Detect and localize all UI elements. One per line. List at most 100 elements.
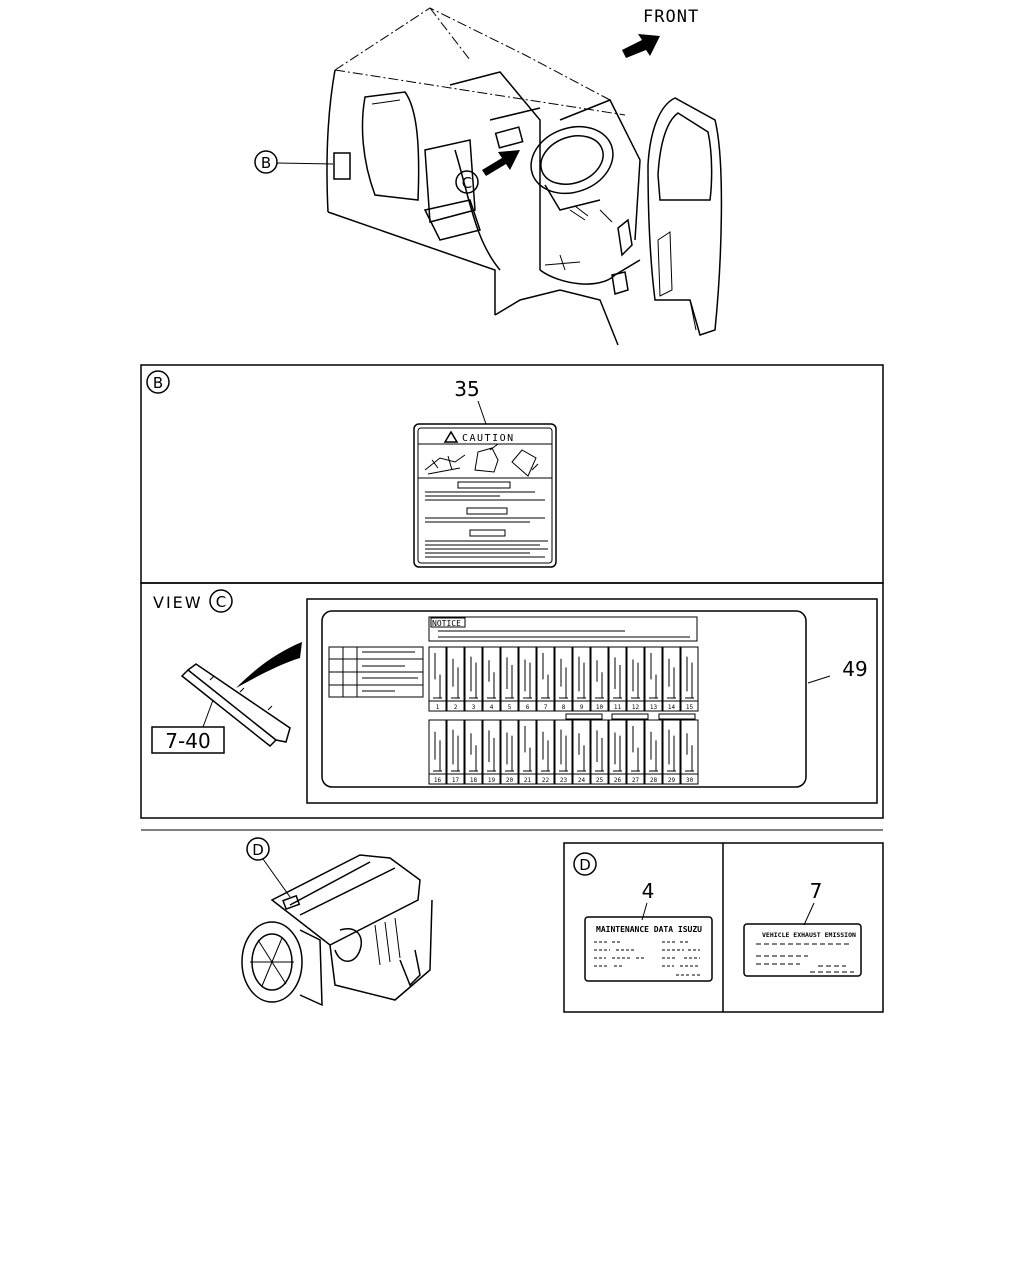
fuse-box-lid (180, 663, 291, 748)
fuse-number: 20 (506, 777, 514, 784)
part-number-7: 7 (810, 879, 823, 903)
fuse-slot: 1 (428, 646, 447, 712)
fuse-slot: 27 (626, 719, 645, 785)
fuse-slot: 18 (464, 719, 483, 785)
callout-d-letter: D (252, 841, 264, 859)
fuse-number: 25 (596, 777, 604, 784)
pictogram-cab-tilt-icon (474, 443, 499, 473)
label-b-location (333, 152, 351, 180)
fuse-slot: 23 (554, 719, 573, 785)
fuse-number: 29 (668, 777, 676, 784)
fuse-number: 23 (560, 777, 568, 784)
fuse-slot: 2 (446, 646, 465, 712)
fuse-number: 21 (524, 777, 532, 784)
front-indicator: FRONT (622, 7, 699, 58)
fuse-number: 12 (632, 704, 640, 711)
notice-box: NOTICE (428, 616, 698, 642)
fuse-number: 30 (686, 777, 694, 784)
vehicle-exhaust-label: VEHICLE EXHAUST EMISSION (743, 923, 862, 977)
fuse-slot: 30 (680, 719, 699, 785)
fuse-slot: 21 (518, 719, 537, 785)
panel-view-c: VIEW C 7-40 NOTICE (140, 582, 884, 819)
fuse-number: 16 (434, 777, 442, 784)
part-number-35: 35 (454, 377, 479, 401)
fuse-number: 5 (508, 704, 512, 711)
fuse-slot: 29 (662, 719, 681, 785)
warning-triangle-icon (443, 430, 459, 443)
fuse-slot: 28 (644, 719, 663, 785)
notice-heading: NOTICE (432, 619, 461, 628)
fuse-number: 11 (614, 704, 622, 711)
panel-d-marker: D (579, 856, 591, 874)
fuse-slot: 4 (482, 646, 501, 712)
fuse-slot: 3 (464, 646, 483, 712)
fuse-slot: 14 (662, 646, 681, 712)
fuse-row-2: 16 17 18 19 20 21 22 23 24 25 26 27 28 29 30 (428, 719, 699, 785)
fuse-slot: 16 (428, 719, 447, 785)
legend-table (328, 646, 424, 698)
fuse-number: 15 (686, 704, 694, 711)
part-ref-7-40: 7-40 (165, 729, 210, 753)
fuse-number: 22 (542, 777, 550, 784)
fuse-slot: 5 (500, 646, 519, 712)
maintenance-data-label: MAINTENANCE DATA ISUZU (584, 916, 713, 982)
view-direction-wedge (236, 642, 302, 688)
fuse-number: 26 (614, 777, 622, 784)
part-number-4: 4 (642, 879, 655, 903)
fuse-slot: 20 (500, 719, 519, 785)
panel-b-marker: B (153, 374, 163, 392)
fuse-number: 18 (470, 777, 478, 784)
fuse-number: 28 (650, 777, 658, 784)
callout-c-arrow-icon (482, 150, 520, 176)
fuse-number: 4 (490, 704, 494, 711)
panel-b: B 35 CAUTION (140, 364, 884, 584)
fuse-number: 7 (544, 704, 548, 711)
vehicle-exhaust-heading: VEHICLE EXHAUST EMISSION (762, 931, 856, 939)
fuse-slot: 7 (536, 646, 555, 712)
fuse-slot: 11 (608, 646, 627, 712)
maintenance-data-heading: MAINTENANCE DATA ISUZU (596, 925, 702, 934)
fuse-slot: 25 (590, 719, 609, 785)
fuse-slot: 24 (572, 719, 591, 785)
front-arrow-icon (622, 34, 660, 58)
part-number-49: 49 (842, 657, 867, 681)
callout-c: C (455, 150, 520, 194)
fuse-number: 8 (562, 704, 566, 711)
fuse-number: 9 (580, 704, 584, 711)
cab-interior-drawing (326, 7, 723, 346)
view-c-marker: C (216, 593, 226, 611)
fuse-number: 3 (472, 704, 476, 711)
fuse-slot: 9 (572, 646, 591, 712)
caution-heading: CAUTION (462, 433, 515, 444)
caution-label: CAUTION (413, 423, 557, 568)
fuse-slot: 12 (626, 646, 645, 712)
fuse-number: 27 (632, 777, 640, 784)
engine-drawing (241, 854, 433, 1007)
callout-b-letter: B (261, 154, 271, 172)
fuse-slot: 6 (518, 646, 537, 712)
fuse-number: 10 (596, 704, 604, 711)
fuse-number: 19 (488, 777, 496, 784)
fuse-number: 24 (578, 777, 586, 784)
fuse-slot: 8 (554, 646, 573, 712)
pictogram-seat-icon (424, 454, 466, 475)
fuse-number: 13 (650, 704, 658, 711)
fuse-slot: 22 (536, 719, 555, 785)
fuse-slot: 17 (446, 719, 465, 785)
fuse-slot: 15 (680, 646, 699, 712)
callout-d: D (246, 837, 291, 898)
fuse-number: 17 (452, 777, 460, 784)
pictogram-door-icon (511, 449, 539, 477)
front-label: FRONT (643, 7, 699, 27)
fuse-slot: 10 (590, 646, 609, 712)
fuse-slot: 26 (608, 719, 627, 785)
callout-b: B (254, 150, 334, 174)
panel-d: D 4 MAINTENANCE DATA ISUZU 7 VEHICLE EXH… (563, 842, 884, 1013)
view-word: VIEW (153, 593, 203, 612)
fuse-number: 2 (454, 704, 458, 711)
fuse-slot: 19 (482, 719, 501, 785)
fuse-number: 14 (668, 704, 676, 711)
fuse-slot: 13 (644, 646, 663, 712)
